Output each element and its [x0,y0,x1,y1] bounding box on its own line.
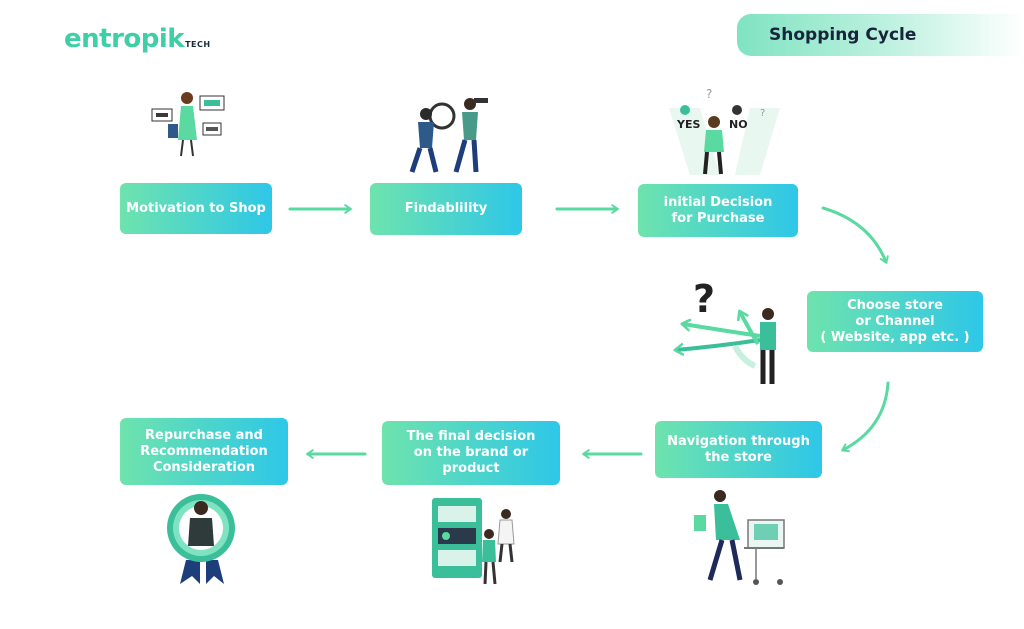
step-label: Findablility [404,201,488,216]
step-label: Navigation through the store [667,433,810,465]
arrow-choose-store-to-navigation [841,381,890,453]
brand-logo: entropikTECH [64,24,211,54]
svg-text:?: ? [693,277,715,321]
brand-suffix: TECH [185,40,211,49]
step-initial-decision: initial Decision for Purchase [638,184,798,237]
arrow-initial-decision-to-choose-store [821,206,889,264]
shopper-with-cart-icon [694,490,785,585]
step-choose-store: Choose store or Channel ( Website, app e… [807,291,983,352]
step-findability: Findablility [370,183,522,235]
flow-arrows [288,204,890,459]
man-with-award-badge-icon [167,494,235,584]
step-label: Choose store or Channel ( Website, app e… [820,297,970,345]
step-label: Motivation to Shop [126,200,266,216]
people-searching-with-magnifier-icon [409,98,488,173]
brand-name: entropik [64,24,185,54]
yes-no-thinking-person-icon: YES NO ? ? [669,87,780,175]
step-motivation-to-shop: Motivation to Shop [120,183,272,234]
step-final-decision: The final decision on the brand or produ… [382,421,560,485]
step-label: Repurchase and Recommendation Considerat… [140,427,268,475]
step-label: initial Decision for Purchase [663,194,773,226]
page-title: Shopping Cycle [769,25,917,45]
svg-text:?: ? [760,108,765,119]
people-choosing-product-screen-icon [432,498,515,585]
step-label: The final decision on the brand or produ… [406,429,536,476]
step-navigation: Navigation through the store [655,421,822,478]
svg-text:?: ? [706,87,712,101]
title-pill: Shopping Cycle [737,14,1024,56]
shopper-with-product-cards-icon [151,92,225,157]
question-with-crossroad-arrows-icon: ? [673,277,776,384]
no-label: NO [729,118,748,131]
step-repurchase: Repurchase and Recommendation Considerat… [120,418,288,485]
yes-label: YES [676,118,700,131]
